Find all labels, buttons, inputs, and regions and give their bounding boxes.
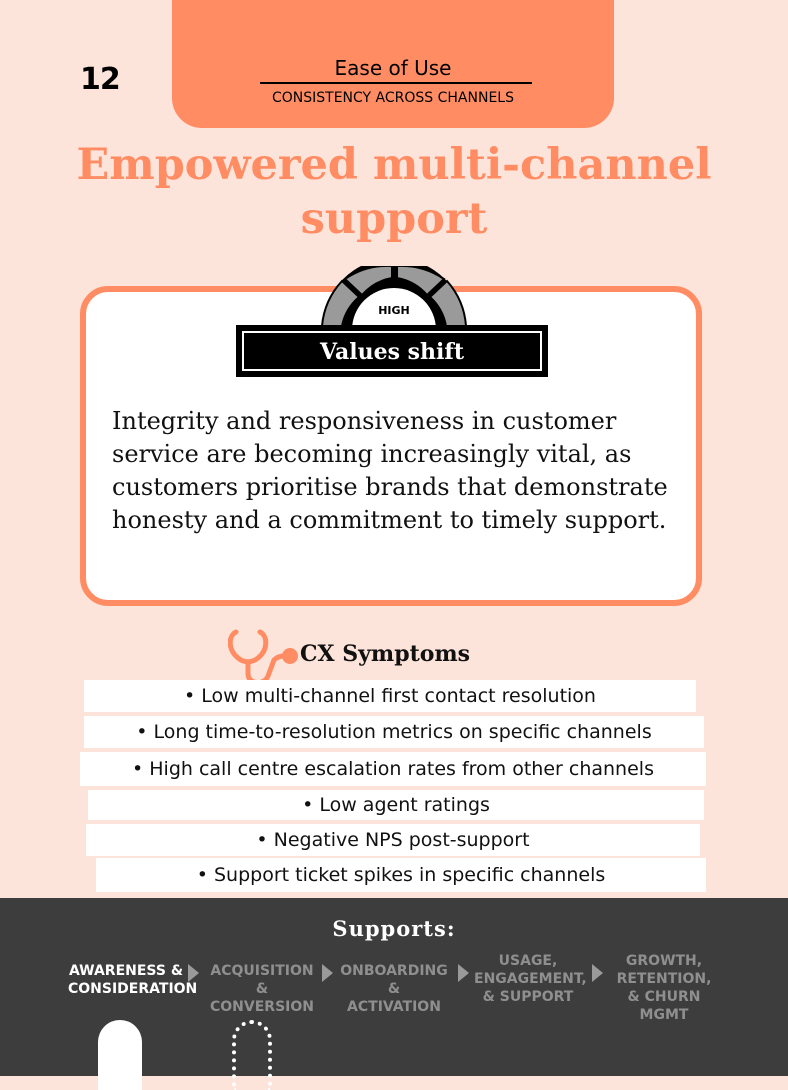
symptom-item: • Negative NPS post-support xyxy=(86,824,700,856)
symptom-item: • High call centre escalation rates from… xyxy=(80,752,706,786)
stage-indicator-solid xyxy=(98,1020,142,1090)
page-number: 12 xyxy=(80,62,121,97)
stage-usage: USAGE, ENGAGEMENT, & SUPPORT xyxy=(474,953,587,1005)
header-tab: Ease of Use CONSISTENCY ACROSS CHANNELS xyxy=(172,0,614,128)
stage-arrow-icon xyxy=(592,964,603,982)
stage-onboarding: ONBOARDING & ACTIVATION xyxy=(340,963,448,1015)
symptom-item: • Low multi-channel first contact resolu… xyxy=(84,680,696,712)
subcategory-title: CONSISTENCY ACROSS CHANNELS xyxy=(271,90,514,106)
supports-label: Supports: xyxy=(332,916,456,941)
values-shift-label: Values shift xyxy=(242,331,542,371)
symptom-item: • Support ticket spikes in specific chan… xyxy=(96,858,706,892)
stage-acquisition: ACQUISITION & CONVERSION xyxy=(210,963,314,1015)
page-title: Empowered multi-channel support xyxy=(76,140,712,244)
stage-indicator-dotted xyxy=(232,1020,272,1090)
gauge-icon xyxy=(320,266,468,330)
stage-arrow-icon xyxy=(188,964,199,982)
symptom-item: • Low agent ratings xyxy=(88,790,704,820)
category-title: Ease of Use xyxy=(334,56,452,80)
stage-growth: GROWTH, RETENTION, & CHURN MGMT xyxy=(616,953,712,1023)
stage-awareness: AWARENESS & CONSIDERATION xyxy=(68,963,198,997)
symptom-item: • Long time-to-resolution metrics on spe… xyxy=(84,716,704,748)
stage-arrow-icon xyxy=(322,964,333,982)
gauge-level: HIGH xyxy=(378,304,410,317)
stage-arrow-icon xyxy=(458,964,469,982)
header-divider xyxy=(260,82,532,84)
card-body-text: Integrity and responsiveness in customer… xyxy=(112,407,668,534)
symptoms-title: CX Symptoms xyxy=(300,641,471,667)
values-shift-badge: Values shift xyxy=(236,325,548,377)
